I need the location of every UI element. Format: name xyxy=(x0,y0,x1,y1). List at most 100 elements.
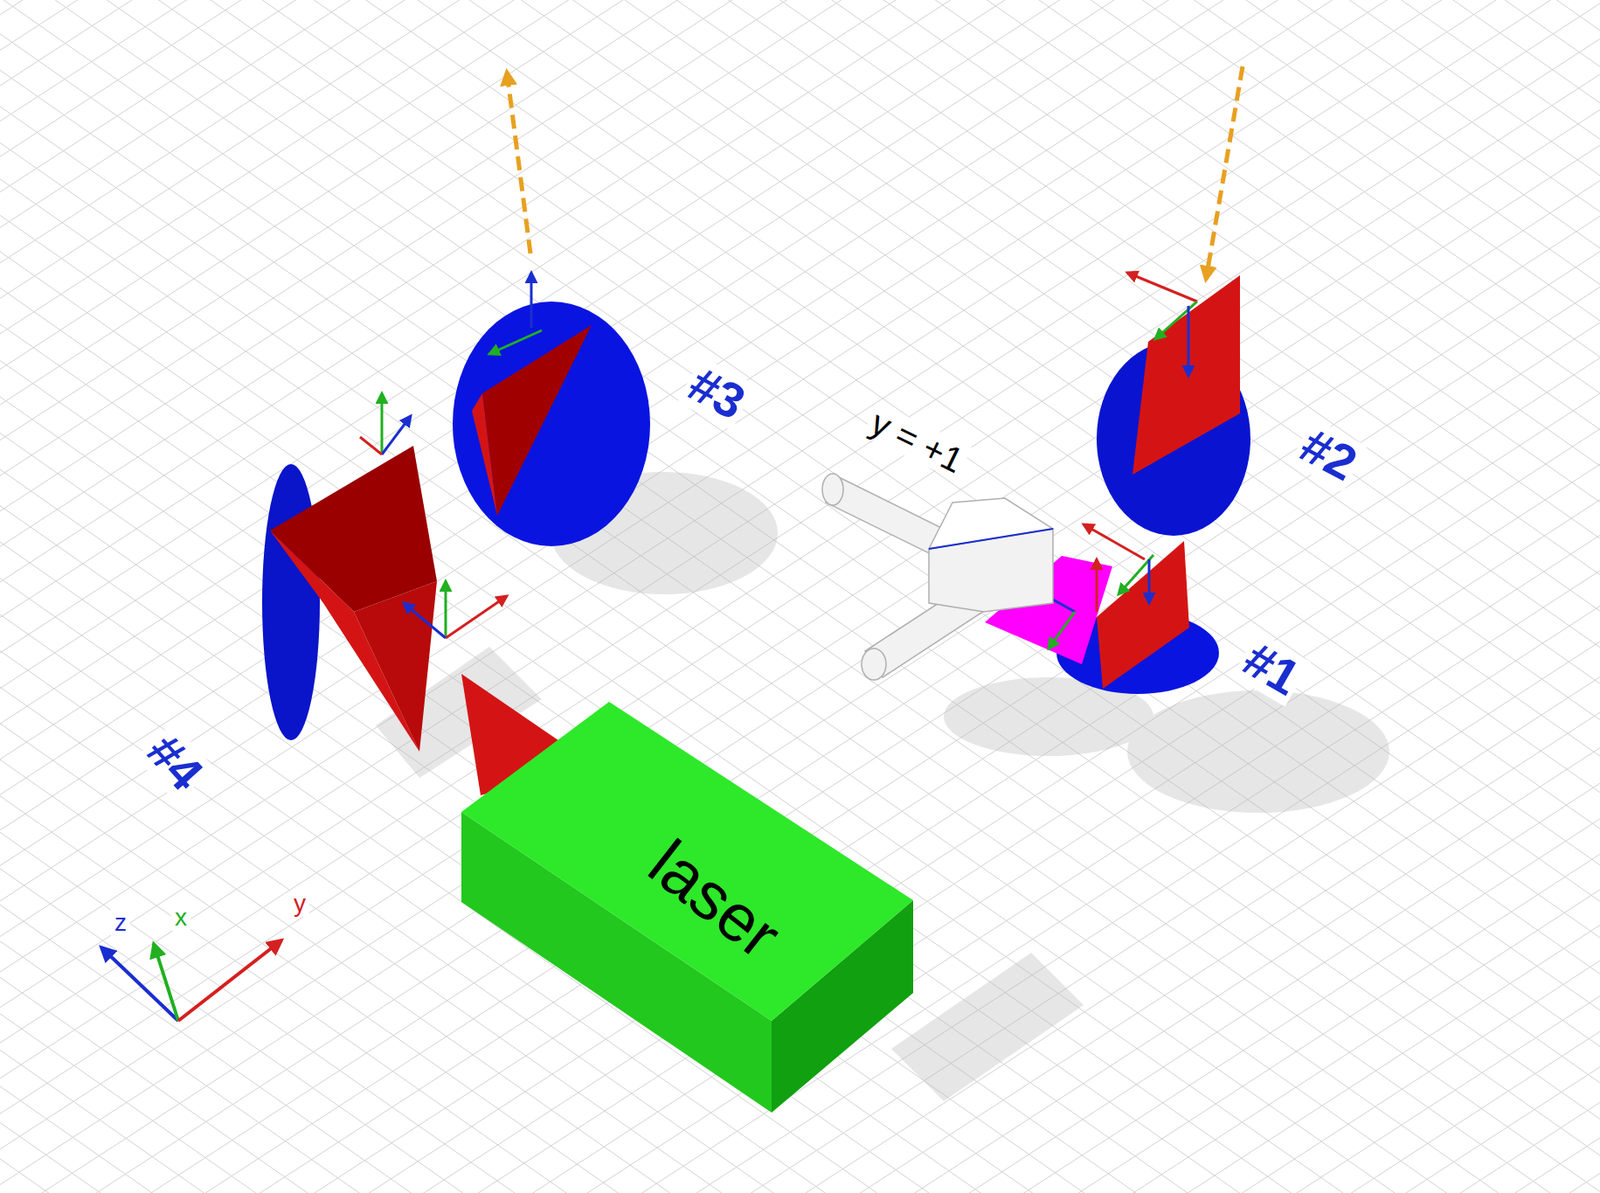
grid-line xyxy=(0,597,1600,1193)
grid-line xyxy=(0,0,1600,1053)
box-face xyxy=(461,701,914,1021)
grid-line xyxy=(0,162,1600,1193)
grid-line xyxy=(0,0,1600,421)
axis-label: z xyxy=(110,909,131,936)
axis-label: y xyxy=(290,890,310,916)
grid-line xyxy=(0,0,1600,1126)
grid-line xyxy=(0,0,1600,802)
grid-line xyxy=(0,0,1600,834)
grid-line xyxy=(0,0,1600,761)
grid-line xyxy=(0,525,1600,1193)
grid-line xyxy=(0,111,1600,1193)
grid-line xyxy=(0,0,1600,1077)
grid-line xyxy=(0,611,1600,1193)
grid-line xyxy=(0,0,1600,304)
grid-line xyxy=(0,0,1600,444)
grid-line xyxy=(0,0,1600,453)
grid-line xyxy=(0,257,1600,1193)
grid-line xyxy=(0,159,1600,1193)
grid-line xyxy=(0,0,1600,859)
grid-line xyxy=(0,586,1600,1193)
grid-line xyxy=(0,87,1600,1193)
grid-line xyxy=(0,461,1600,1193)
grid-line xyxy=(0,0,1600,628)
grid-line xyxy=(0,0,1600,591)
grid-line xyxy=(0,233,1600,1193)
grid-line xyxy=(0,0,1600,542)
grid-line xyxy=(0,135,1600,1193)
grid-line xyxy=(0,0,1600,567)
grid-line xyxy=(0,0,1600,1029)
grid-line xyxy=(0,685,1600,1193)
grid-line xyxy=(0,0,1600,688)
grid-line xyxy=(0,387,1600,1193)
grid-line xyxy=(0,646,1600,1193)
grid-line xyxy=(0,661,1600,1193)
grid-line xyxy=(0,0,1600,493)
grid-line xyxy=(0,184,1600,1193)
grid-line xyxy=(0,0,1600,908)
grid-line xyxy=(0,237,1600,1193)
grid-line xyxy=(0,0,1600,518)
callout-number: #2 xyxy=(1288,417,1368,492)
